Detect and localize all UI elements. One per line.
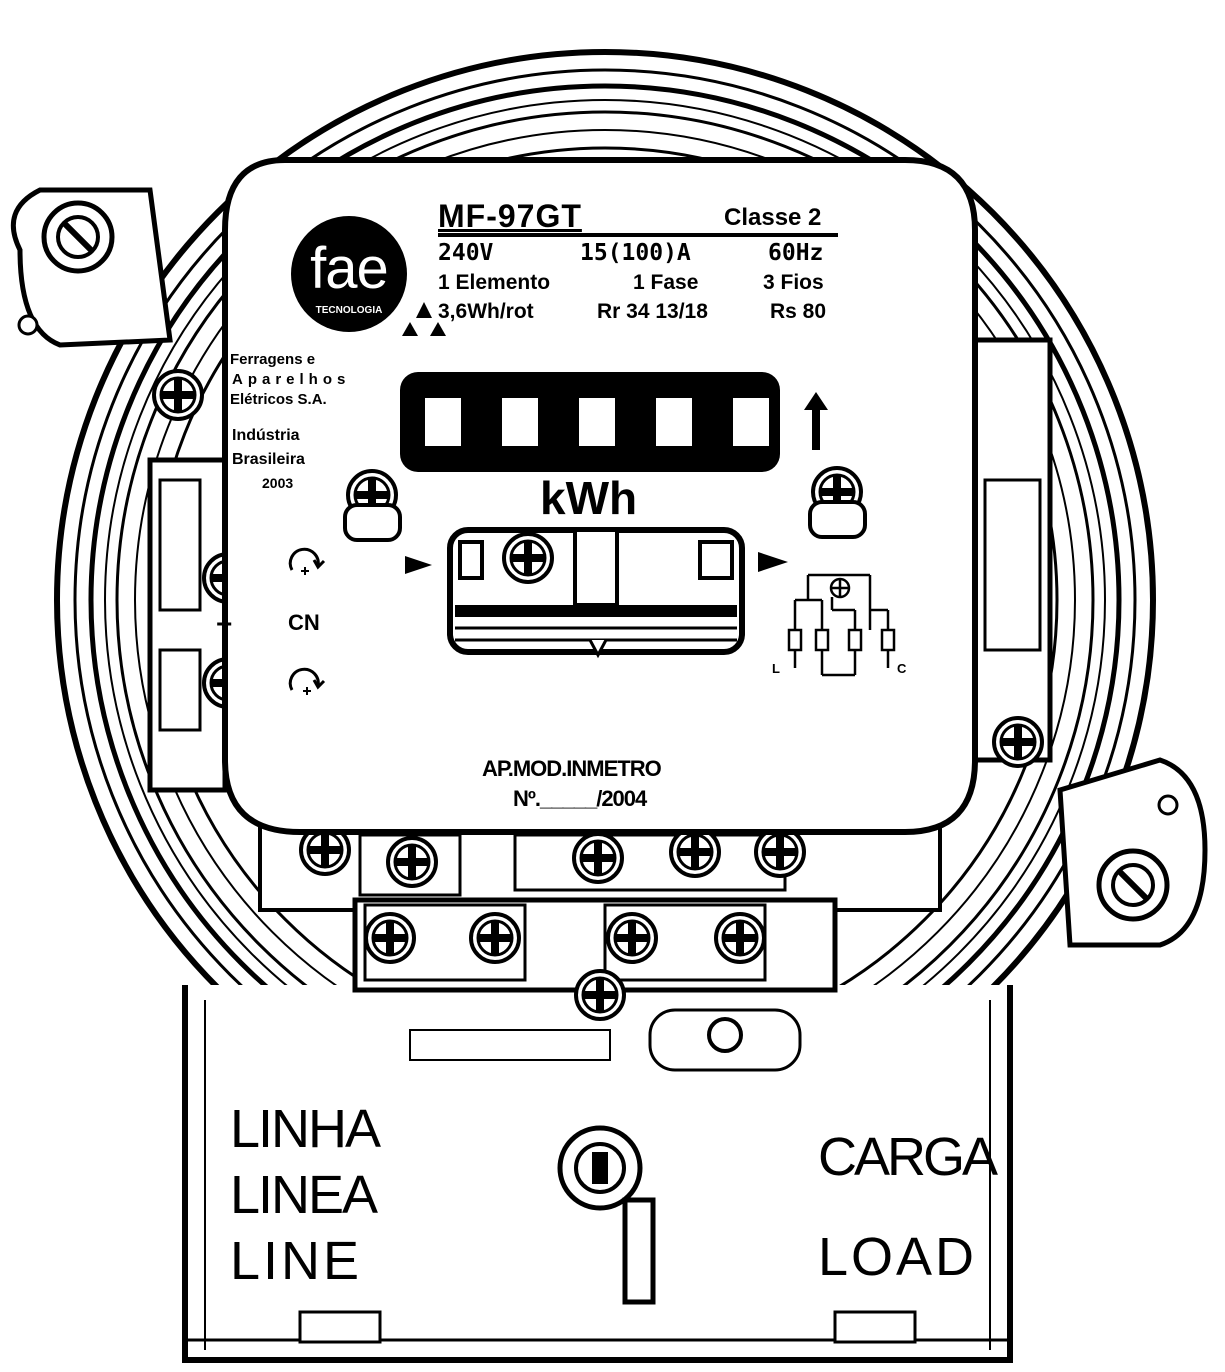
diamond-logo-icon (402, 302, 446, 336)
right-mounting-ear (1057, 757, 1208, 948)
schematic-load-label: C (897, 661, 907, 676)
left-arrow-icon (405, 556, 432, 574)
manufacturer-line-1: Ferragens e (230, 351, 316, 368)
right-arrow-icon (758, 552, 788, 572)
accuracy-class: Classe 2 (724, 204, 822, 231)
wiring-schematic (787, 573, 896, 677)
element-count: 1 Elemento (438, 271, 551, 294)
calibration-plus-sign: + (216, 608, 233, 639)
approval-number: Nº._____/2004 (513, 786, 647, 811)
rotate-adjust-icon (288, 547, 326, 691)
terminal-cover (182, 985, 1013, 1363)
register-window (400, 372, 780, 472)
rated-frequency: 60Hz (768, 240, 824, 266)
manufacturer-line-5: Brasileira (232, 451, 305, 468)
load-label: CARGA (818, 1127, 998, 1187)
register-unit: kWh (540, 472, 638, 524)
disc-window (447, 527, 745, 659)
manufacturer-line-3: Elétricos S.A. (230, 391, 327, 408)
phase-count: 1 Fase (633, 271, 699, 294)
rated-voltage: 240V (438, 240, 494, 266)
wire-count: 3 Fios (763, 271, 824, 294)
model-number: MF-97GT (438, 198, 582, 234)
logo-subtext: TECNOLOGIA (315, 305, 383, 316)
load-label: LOAD (818, 1227, 978, 1287)
register-screws (343, 466, 867, 542)
manufacturer-line-2: Aparelhos (232, 371, 351, 388)
schematic-line-label: L (772, 661, 780, 676)
rated-current: 15(100)A (580, 240, 691, 266)
meter-constant: 3,6Wh/rot (438, 300, 534, 323)
up-arrow-icon (804, 392, 828, 450)
approval-label: AP.MOD.INMETRO (482, 756, 662, 781)
small-plus-icon (301, 567, 311, 695)
register-ratio: Rr 34 13/18 (597, 300, 708, 323)
line-label: LINE (230, 1231, 363, 1291)
line-label: LINEA (230, 1165, 378, 1225)
left-mounting-ear (10, 187, 173, 348)
calibration-label: CN (288, 610, 320, 635)
manufacturer-line-6: 2003 (262, 475, 294, 491)
logo-disc (291, 216, 407, 332)
line-label: LINHA (230, 1099, 381, 1159)
logo-text: fae (310, 236, 389, 301)
manufacturer-line-4: Indústria (232, 427, 300, 444)
gear-ratio: Rs 80 (770, 300, 827, 323)
